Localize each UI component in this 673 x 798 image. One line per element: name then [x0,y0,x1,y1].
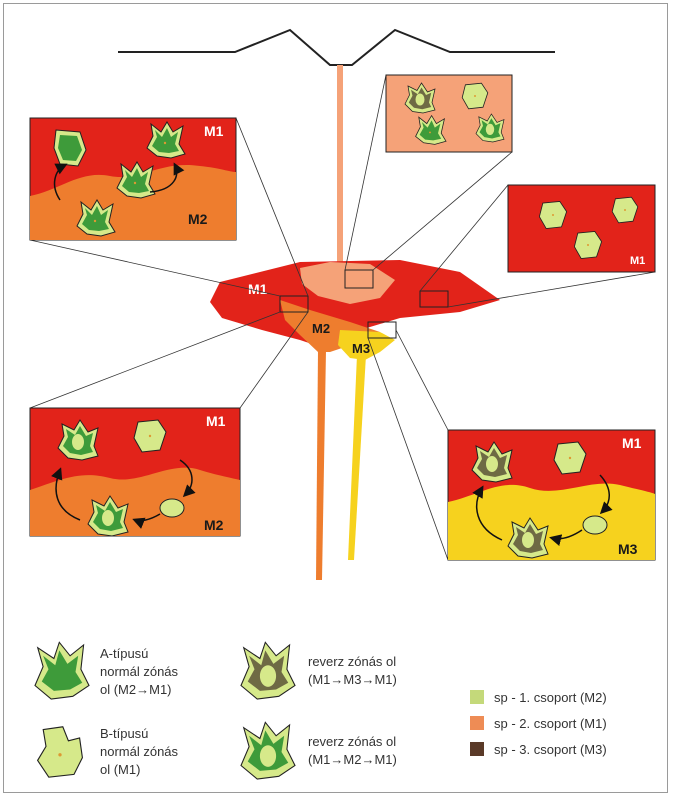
legend-reverse-m3-icon [241,642,295,699]
legend-b-type-icon [38,727,83,777]
legend-reverse-m2-icon [241,722,295,779]
sp-group-swatch [470,690,484,704]
legend-reverse-m3-line1: reverz zónás ol [308,654,396,669]
sp-group-label: sp - 3. csoport (M3) [494,742,607,757]
sp-group-label: sp - 1. csoport (M2) [494,690,607,705]
sp-group-swatch [470,716,484,730]
inset-upper-left: M1 M2 [30,118,236,240]
legend-a-type-icon [35,642,89,699]
surface-profile [118,30,555,65]
m2-conduit [316,350,326,580]
inset-upper-right: M1 [508,185,655,272]
legend: A-típusú normál zónás ol (M2→M1) B-típus… [35,642,607,779]
chamber-label-m1: M1 [248,281,268,297]
sp-group-swatch [470,742,484,756]
upper-conduit [337,65,343,280]
inset-lower-right: M1 M3 [448,430,655,560]
legend-b-type-line2: normál zónás [100,744,179,759]
legend-a-type-line2: normál zónás [100,664,179,679]
legend-b-type-line3: ol (M1) [100,762,140,777]
box4-label-m2: M2 [204,517,224,533]
chamber-label-m2: M2 [312,321,330,336]
box1-label-m2: M2 [188,211,208,227]
sp-group-legend: sp - 1. csoport (M2) sp - 2. csoport (M1)… [470,690,607,757]
legend-a-type-line1: A-típusú [100,646,148,661]
legend-reverse-m2-line1: reverz zónás ol [308,734,396,749]
sp-group-label: sp - 2. csoport (M1) [494,716,607,731]
box4-label-m1: M1 [206,413,226,429]
inset-lower-left: M1 M2 [30,408,240,536]
box1-label-m1: M1 [204,123,224,139]
legend-a-type-line3: ol (M2→M1) [100,682,172,697]
box3-label-m1: M1 [630,255,645,267]
inset-upper-middle [386,75,512,152]
m3-conduit [348,355,366,560]
box5-label-m3: M3 [618,541,638,557]
legend-reverse-m3-line2: (M1→M3→M1) [308,672,397,687]
chamber-label-m3: M3 [352,341,370,356]
legend-reverse-m2-line2: (M1→M2→M1) [308,752,397,767]
box5-label-m1: M1 [622,435,642,451]
legend-b-type-line1: B-típusú [100,726,148,741]
